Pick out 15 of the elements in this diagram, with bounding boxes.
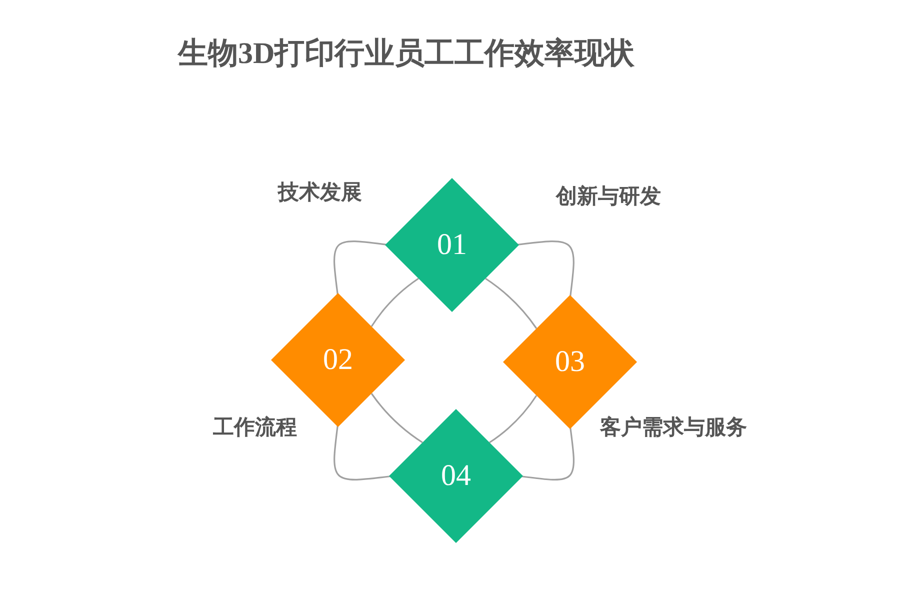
topic-label: 创新与研发	[556, 183, 661, 210]
step-number: 01	[437, 230, 467, 260]
connector-line	[489, 395, 538, 444]
topic-label: 工作流程	[213, 414, 297, 441]
diamond	[389, 409, 523, 543]
topic-label: 技术发展	[278, 179, 362, 206]
step-number: 03	[555, 347, 585, 377]
connector-line	[370, 393, 423, 444]
connector-line	[370, 278, 419, 327]
diamond	[385, 178, 519, 312]
title: 生物3D打印行业员工工作效率现状	[178, 36, 635, 72]
connector-line	[485, 278, 538, 329]
step-number: 02	[323, 345, 353, 375]
step-number: 04	[441, 461, 471, 491]
topic-label: 客户需求与服务	[600, 414, 747, 441]
